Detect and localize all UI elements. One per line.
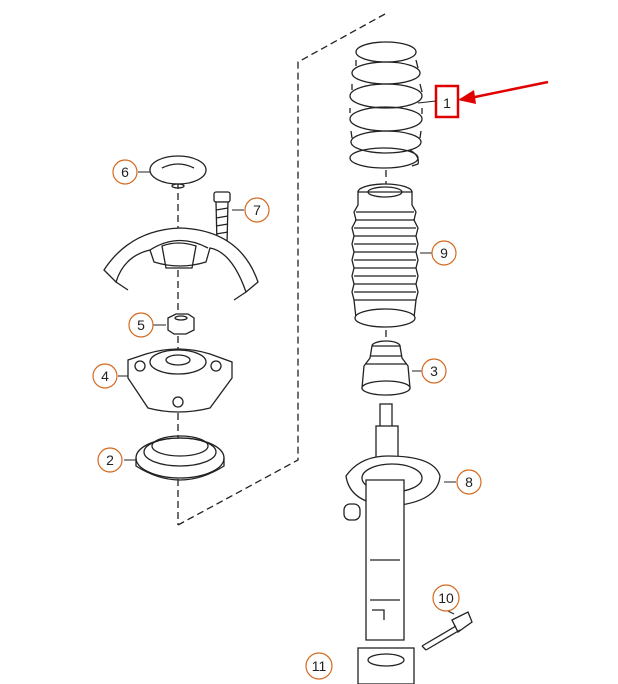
bolt-10 [421, 609, 473, 651]
svg-text:2: 2 [106, 452, 114, 468]
callout-4: 4 [92, 363, 118, 389]
callout-7: 7 [244, 197, 270, 223]
callout-11: 11 [305, 652, 333, 680]
callout-2: 2 [97, 447, 123, 473]
svg-text:4: 4 [101, 368, 109, 384]
bearing [124, 435, 225, 481]
svg-text:11: 11 [312, 658, 327, 674]
highlight-marker: 1 [417, 80, 549, 119]
svg-text:5: 5 [137, 317, 145, 333]
cover-plate [103, 227, 259, 301]
callout-6: 6 [112, 159, 138, 185]
coil-spring [349, 41, 423, 169]
cap [138, 155, 207, 189]
svg-text:7: 7 [253, 202, 261, 218]
callout-9: 9 [431, 240, 457, 266]
callout-3: 3 [421, 358, 447, 384]
callout-5: 5 [128, 312, 154, 338]
svg-text:6: 6 [121, 164, 129, 180]
callout-8: 8 [456, 469, 482, 495]
nut [152, 313, 195, 335]
svg-text:9: 9 [440, 245, 448, 261]
bump-stop [361, 340, 422, 396]
callout-10: 10 [432, 584, 460, 612]
svg-text:3: 3 [430, 363, 438, 379]
strut-mount [118, 348, 233, 413]
bellows [351, 183, 432, 328]
svg-text:10: 10 [438, 590, 454, 606]
svg-text:8: 8 [465, 474, 473, 490]
shock-absorber [343, 403, 456, 684]
callout-1-label: 1 [443, 95, 451, 111]
